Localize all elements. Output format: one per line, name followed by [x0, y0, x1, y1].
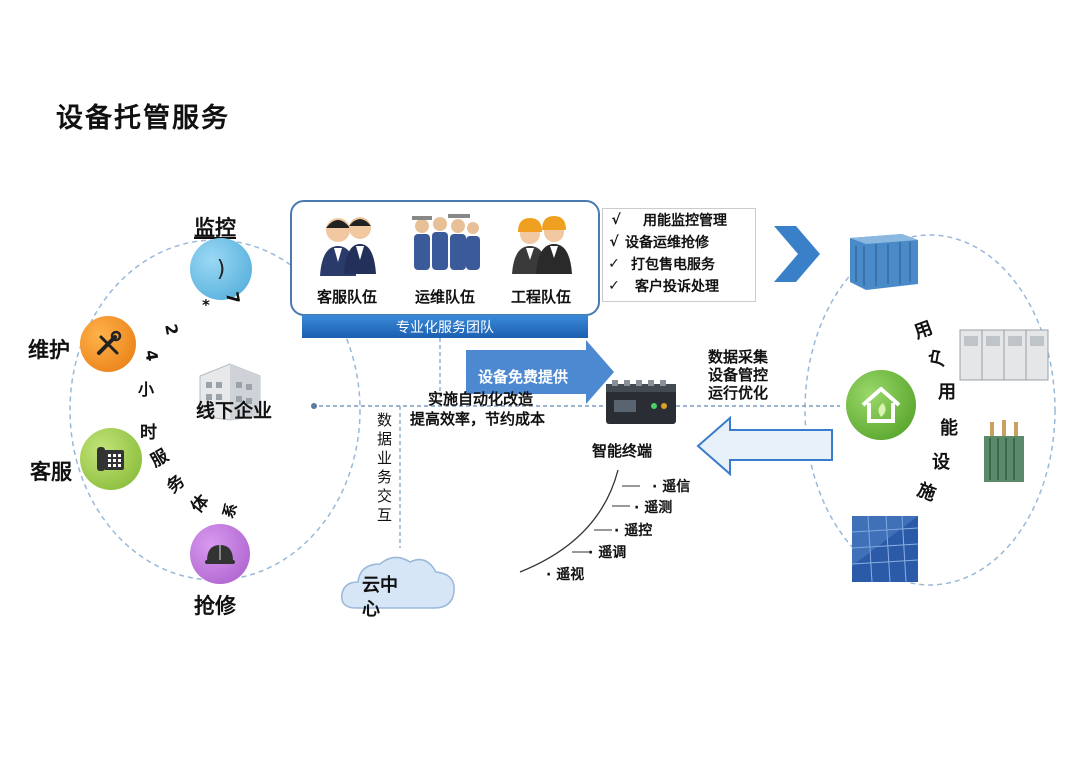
remote-item: · 遥调	[588, 545, 627, 561]
remote-item: · 遥控	[614, 523, 653, 539]
repair-node	[190, 524, 250, 584]
remote-item: · 遥测	[634, 500, 673, 516]
arc-char: *	[202, 296, 210, 314]
cloud-center-label: 云中心	[362, 575, 398, 620]
maintain-label: 维护	[28, 338, 70, 362]
data-interaction-label: 数据业务交互	[375, 412, 393, 526]
facility-cycle-ring	[804, 234, 1056, 586]
offline-enterprise-label: 线下企业	[196, 400, 273, 422]
facility-char: 设	[932, 452, 950, 473]
check-icon: √	[609, 234, 619, 250]
stack-item: 数据采集	[708, 348, 769, 366]
team-label-customer: 客服队伍	[316, 288, 377, 306]
remote-item: · 遥信	[652, 479, 691, 495]
customer-node	[80, 428, 142, 490]
smart-terminal-icon	[606, 380, 676, 424]
facility-char: 用	[938, 382, 956, 403]
team-panel: 客服队伍 运维队伍 工程队伍	[290, 200, 600, 316]
check-icon: ✓	[608, 256, 620, 272]
retrofit-line-2: 提高效率，节约成本	[410, 410, 546, 428]
stack-item: 运行优化	[708, 384, 769, 402]
check-icon: ✓	[608, 278, 620, 294]
check-item: √用能监控管理	[603, 209, 755, 231]
arc-char: 小	[138, 380, 155, 399]
feedback-arrow	[696, 415, 833, 477]
arc-char: 时	[140, 423, 157, 443]
monitor-glyph: )	[216, 256, 226, 282]
customer-label: 客服	[30, 460, 72, 484]
check-item: ✓客户投诉处理	[603, 275, 755, 297]
eco-house-node	[846, 370, 916, 440]
transformer-icon	[984, 420, 1024, 482]
repair-label: 抢修	[194, 594, 236, 618]
eco-house-icon	[861, 387, 901, 423]
free-equipment-label: 设备免费提供	[478, 368, 569, 386]
chevron-right-icon	[774, 226, 820, 282]
customer-team-icon	[320, 217, 376, 276]
maintenance-team-icon	[412, 214, 480, 270]
team-label-engineering: 工程队伍	[510, 288, 571, 306]
monitor-node: )	[190, 238, 252, 300]
remote-functions-curve	[519, 469, 619, 573]
engineering-team-icon	[512, 216, 572, 274]
free-equipment-arrow	[466, 340, 614, 404]
telephone-icon	[97, 447, 124, 471]
team-label-maintenance: 运维队伍	[414, 288, 475, 306]
check-item: √设备运维抢修	[603, 231, 755, 253]
stack-item: 设备管控	[708, 366, 769, 384]
tools-icon	[97, 330, 122, 355]
solar-panel-icon	[852, 516, 918, 582]
helmet-icon	[205, 545, 235, 564]
facility-char: 能	[940, 418, 958, 439]
building-icon	[199, 363, 261, 421]
check-item: ✓打包售电服务	[603, 253, 755, 275]
check-icon: √	[611, 212, 621, 228]
retrofit-line-1: 实施自动化改造	[428, 390, 534, 408]
page-title: 设备托管服务	[56, 103, 230, 134]
service-checklist: √用能监控管理 √设备运维抢修 ✓打包售电服务 ✓客户投诉处理	[602, 208, 756, 302]
monitor-label: 监控	[194, 216, 236, 240]
team-bar: 专业化服务团队	[302, 315, 588, 338]
substation-icon	[850, 234, 918, 290]
cloud-icon	[341, 556, 455, 609]
remote-item: · 遥视	[546, 567, 585, 583]
terminal-label: 智能终端	[592, 442, 653, 460]
maintain-node	[80, 316, 136, 372]
switchgear-icon	[959, 329, 1049, 381]
